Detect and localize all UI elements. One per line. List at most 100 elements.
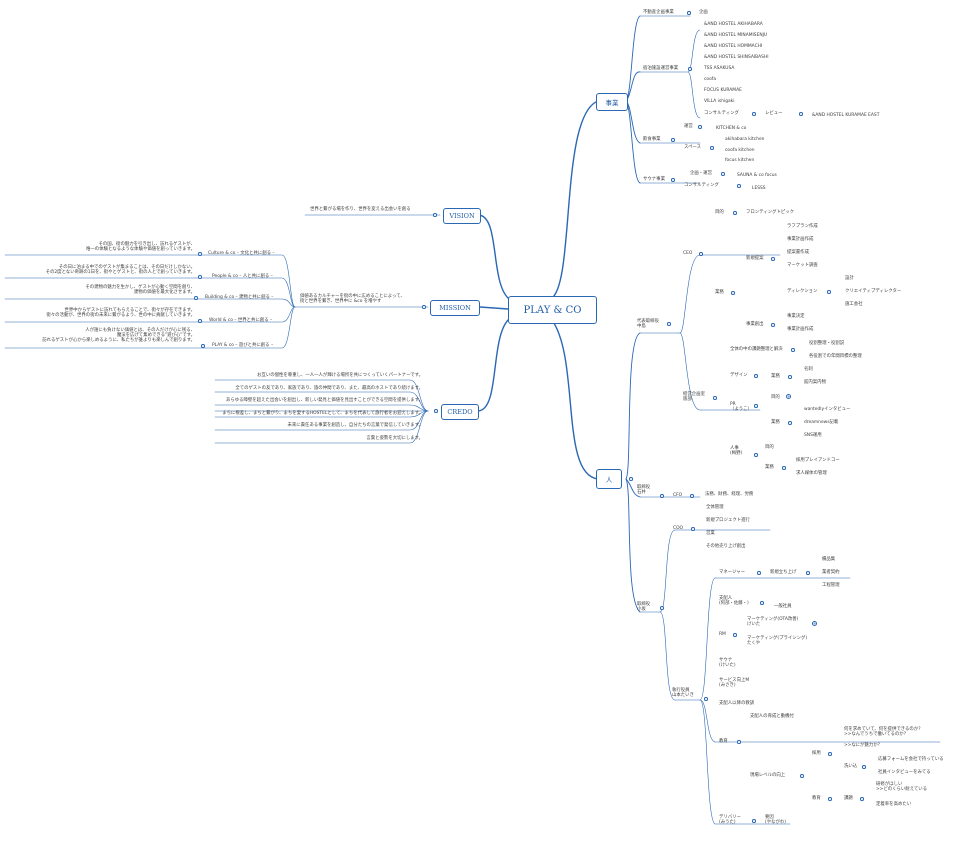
collapse-toggle[interactable]: [860, 797, 864, 801]
kangae-label: 要因 (やながわ): [765, 815, 786, 825]
collapse-toggle[interactable]: [198, 275, 202, 279]
node-vision[interactable]: VISION: [443, 208, 481, 224]
collapse-toggle[interactable]: [752, 819, 756, 823]
shihainin-label: 支配人 (阿部・佐藤・): [719, 596, 749, 606]
marketing1-label: マーケティング(OTA改善) けいた: [747, 617, 799, 627]
collapse-toggle[interactable]: [760, 601, 764, 605]
collapse-toggle[interactable]: [788, 375, 792, 379]
collapse-toggle[interactable]: [433, 213, 437, 217]
design-task: 設計: [845, 276, 854, 281]
collapse-toggle[interactable]: [731, 291, 735, 295]
collapse-toggle[interactable]: [721, 172, 725, 176]
rm-label: RM: [719, 632, 726, 637]
hotel-item: &AND HOSTEL SHINSAIBASHI: [704, 55, 769, 60]
collapse-toggle[interactable]: [827, 290, 831, 294]
collapse-toggle[interactable]: [828, 752, 832, 756]
collapse-toggle[interactable]: [691, 527, 695, 531]
collapse-toggle[interactable]: [687, 11, 691, 15]
design-item: 館内案内物: [804, 380, 826, 385]
collapse-toggle[interactable]: [201, 344, 205, 348]
ikusei-q: 何を求めていて、何を提供できるのか？ >>なんでうちで働いてるのか？: [844, 727, 923, 737]
hotel-item: &AND HOSTEL MINAMISENJU: [704, 33, 768, 38]
tachiage-label: 新規立ち上げ: [770, 570, 797, 575]
collapse-toggle[interactable]: [828, 797, 832, 801]
space-label: スペース: [684, 145, 702, 150]
kuramae-east-label: &AND HOSTEL KURAMAE EAST: [812, 113, 880, 118]
mission-item-label: PLAY & co – 遊びと共に創る –: [212, 343, 274, 348]
root-node[interactable]: PLAY & CO: [508, 296, 597, 324]
kairetsu-item: 応募フォームを会社で持っている: [878, 757, 944, 762]
collapse-toggle[interactable]: [671, 178, 675, 182]
ikusei-q: >>なにが魅力か？: [844, 743, 883, 748]
pr-gyomu-label: 業務: [771, 420, 780, 425]
collapse-toggle[interactable]: [713, 396, 717, 400]
shukuhaku-label: 宿泊施設運営事業: [643, 66, 679, 71]
collapse-toggle[interactable]: [737, 184, 741, 188]
collapse-toggle[interactable]: [688, 67, 692, 71]
mission-item-label: Culture & co – 文化と共に創る –: [208, 251, 275, 256]
zentai-task: 役割整理・役割説: [809, 341, 845, 346]
collapse-toggle[interactable]: [799, 112, 803, 116]
collapse-toggle[interactable]: [698, 125, 702, 129]
inshoku-label: 飲食事業: [643, 137, 661, 142]
collapse-toggle[interactable]: [660, 494, 664, 498]
collapse-toggle[interactable]: [754, 453, 758, 457]
collapse-toggle[interactable]: [806, 571, 810, 575]
mission-desc: 人が誰にも負けない価値とは、その人だけが心に残る、 魔法を広げて集めできる"遊び…: [42, 328, 195, 343]
collapse-toggle[interactable]: [733, 633, 737, 637]
collapse-toggle[interactable]: [754, 374, 758, 378]
coo-item: 全体管理: [706, 505, 724, 510]
collapse-toggle[interactable]: [771, 323, 775, 327]
expand-plus-icon[interactable]: +: [812, 621, 817, 626]
collapse-toggle[interactable]: [710, 146, 714, 150]
credo-item: 全てのゲストの友であり、家族であり、旅の仲間であり、また、最高のホストであり続け…: [235, 386, 423, 391]
collapse-toggle[interactable]: [757, 571, 761, 575]
review-label: レビュー: [765, 111, 783, 116]
collapse-toggle[interactable]: [194, 296, 198, 300]
collapse-toggle[interactable]: [198, 252, 202, 256]
expand-plus-icon[interactable]: +: [786, 394, 791, 399]
zentai-label: 全体の中の課題整理と解決: [730, 347, 783, 352]
mission-desc: 世界中からゲストに訪れてもらえることで、街々が存在できます。 街々の活動が、世界…: [46, 308, 195, 318]
collapse-toggle[interactable]: [422, 305, 426, 309]
pr-item: SNS運用: [804, 433, 822, 438]
space-item: focus kitchen: [725, 158, 755, 163]
ishii-label: 取締役 石井: [637, 485, 651, 495]
collapse-toggle[interactable]: [862, 765, 866, 769]
gyomu-label: 業務: [715, 290, 724, 295]
collapse-toggle[interactable]: [771, 257, 775, 261]
coo-item: 営業: [706, 531, 715, 536]
collapse-toggle[interactable]: [754, 404, 758, 408]
collapse-toggle[interactable]: [434, 409, 438, 413]
collapse-toggle[interactable]: [671, 138, 675, 142]
mission-intro: 価値あるカルチャーを街の中に広めることによって、 街と世界を繋ぎ、世界中に &c…: [300, 294, 405, 304]
collapse-toggle[interactable]: [737, 740, 741, 744]
node-jigyo[interactable]: 事業: [596, 93, 628, 111]
collapse-toggle[interactable]: [629, 477, 633, 481]
collapse-toggle[interactable]: [800, 774, 804, 778]
collapse-toggle[interactable]: [782, 466, 786, 470]
collapse-toggle[interactable]: [752, 112, 756, 116]
hotel-item: TSS ASAKUSA: [704, 66, 735, 71]
jinji-gyomu-label: 業務: [765, 465, 774, 470]
collapse-toggle[interactable]: [791, 348, 795, 352]
node-credo[interactable]: CREDO: [441, 404, 479, 420]
pr-label: PR （ようこ）: [730, 402, 752, 412]
less-label: LESSS: [752, 186, 766, 191]
collapse-toggle[interactable]: [198, 319, 202, 323]
collapse-toggle[interactable]: [704, 697, 708, 701]
ceo-task: 事業計画作成: [787, 237, 814, 242]
kitchen-label: KITCHEN & co: [716, 126, 747, 131]
collapse-toggle[interactable]: [788, 421, 792, 425]
kyoiku2-label: 教育: [812, 796, 821, 801]
node-hito[interactable]: 人: [596, 469, 622, 489]
kadai-label: 課題: [844, 796, 853, 801]
collapse-toggle[interactable]: [667, 322, 671, 326]
collapse-toggle[interactable]: [699, 252, 703, 256]
collapse-toggle[interactable]: [690, 494, 694, 498]
collapse-toggle[interactable]: [660, 606, 664, 610]
collapse-toggle[interactable]: [733, 211, 737, 215]
jinji-mokuteki-label: 目的: [765, 445, 774, 450]
mission-item-label: Building & co – 建物と共に創る –: [205, 295, 274, 300]
node-mission[interactable]: MISSION: [430, 300, 480, 316]
